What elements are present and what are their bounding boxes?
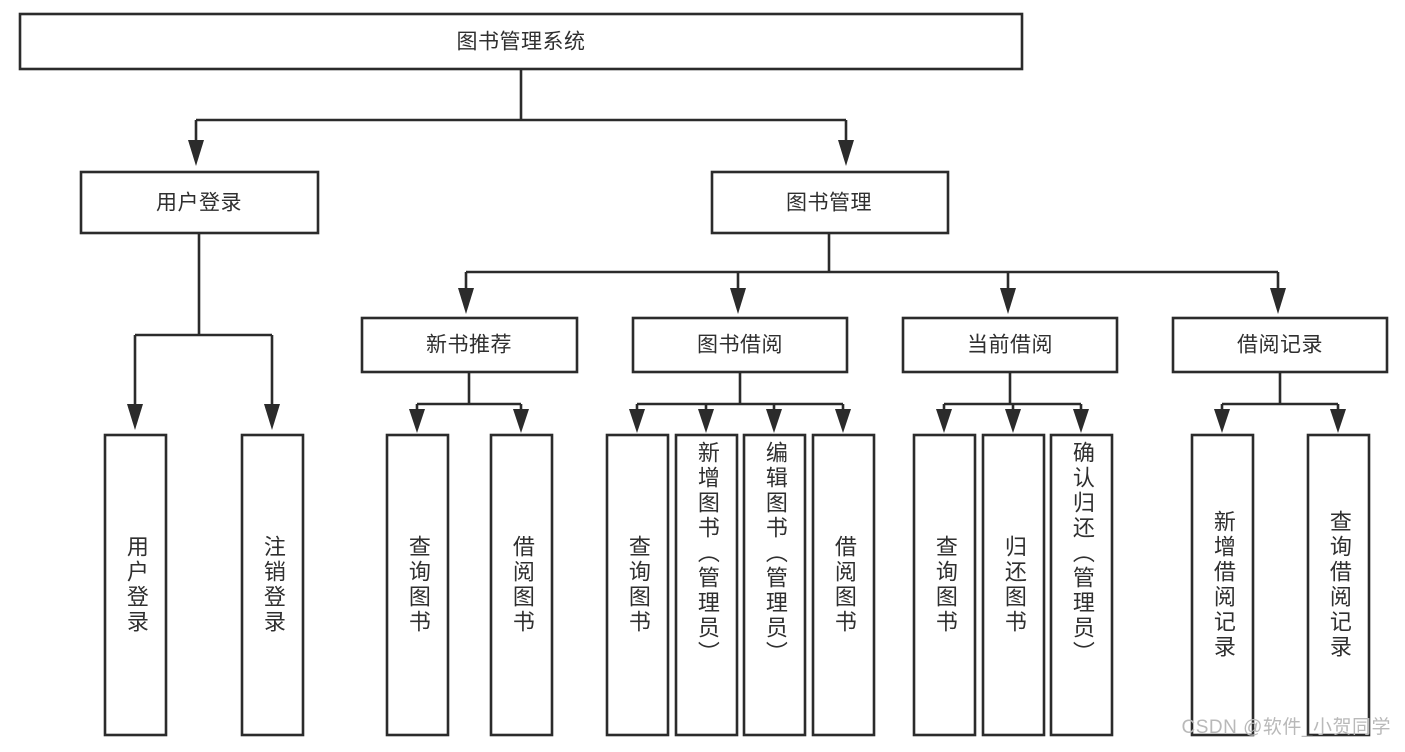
leaf-box-edit-book[interactable] (742, 433, 807, 737)
arrow-head-icon (188, 140, 204, 166)
node-book-management-label: 图书管理 (786, 192, 872, 215)
arrow-head-icon (766, 409, 782, 433)
connector-root-to-level2 (188, 69, 854, 166)
arrow-head-icon (1000, 288, 1016, 314)
arrow-head-icon (730, 288, 746, 314)
leaf-box-borrow-book-2[interactable] (811, 433, 876, 737)
watermark-text: CSDN @软件_小贺同学 (1181, 717, 1391, 738)
node-current-borrow[interactable]: 当前借阅 (901, 316, 1119, 374)
arrow-head-icon (1005, 409, 1021, 433)
leaf-box-query-book-1[interactable] (385, 433, 450, 737)
arrow-head-icon (698, 409, 714, 433)
node-book-borrow[interactable]: 图书借阅 (631, 316, 849, 374)
connector-record-to-leaves (1214, 372, 1346, 433)
leaf-box-confirm-return[interactable] (1049, 433, 1114, 737)
node-borrow-record[interactable]: 借阅记录 (1171, 316, 1389, 374)
connector-borrow-to-leaves (629, 372, 851, 433)
arrow-head-icon (1073, 409, 1089, 433)
node-new-book-recommend-label: 新书推荐 (426, 334, 512, 357)
node-current-borrow-label: 当前借阅 (967, 334, 1053, 357)
leaf-box-user-login[interactable] (103, 433, 168, 737)
arrow-head-icon (1330, 409, 1346, 433)
node-root-label: 图书管理系统 (457, 31, 586, 54)
leaf-box-logout-login[interactable] (240, 433, 305, 737)
leaf-boxes (103, 433, 1371, 737)
arrow-head-icon (513, 409, 529, 433)
leaf-box-add-book[interactable] (674, 433, 739, 737)
arrow-head-icon (838, 140, 854, 166)
leaf-box-query-record[interactable] (1306, 433, 1371, 737)
arrow-head-icon (458, 288, 474, 314)
arrow-head-icon (1214, 409, 1230, 433)
node-new-book-recommend[interactable]: 新书推荐 (360, 316, 579, 374)
leaf-box-query-book-2[interactable] (605, 433, 670, 737)
node-user-login-label: 用户登录 (156, 192, 242, 215)
arrow-head-icon (629, 409, 645, 433)
arrow-head-icon (936, 409, 952, 433)
arrow-head-icon (409, 409, 425, 433)
connector-recommend-to-leaves (409, 372, 529, 433)
arrow-head-icon (127, 404, 143, 430)
leaf-box-add-record[interactable] (1190, 433, 1255, 737)
node-root[interactable]: 图书管理系统 (18, 12, 1024, 71)
node-book-borrow-label: 图书借阅 (697, 334, 783, 357)
node-borrow-record-label: 借阅记录 (1237, 334, 1323, 357)
arrow-head-icon (1270, 288, 1286, 314)
node-book-management[interactable]: 图书管理 (710, 170, 950, 235)
connector-current-to-leaves (936, 372, 1089, 433)
leaf-box-borrow-book-1[interactable] (489, 433, 554, 737)
connector-userlogin-to-leaves (127, 233, 280, 430)
leaf-box-return-book[interactable] (981, 433, 1046, 737)
leaf-box-query-book-3[interactable] (912, 433, 977, 737)
node-user-login[interactable]: 用户登录 (79, 170, 320, 235)
arrow-head-icon (264, 404, 280, 430)
arrow-head-icon (835, 409, 851, 433)
connector-bookmgmt-to-level3 (458, 233, 1286, 314)
